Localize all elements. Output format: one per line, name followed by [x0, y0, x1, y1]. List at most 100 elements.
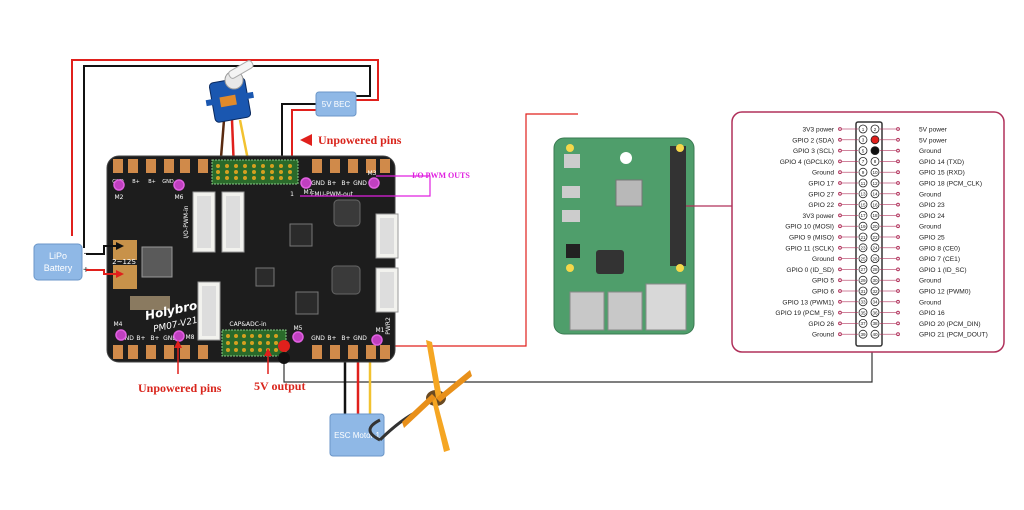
gpio-pin-10	[870, 167, 880, 177]
rpi-hdmi-1	[562, 186, 580, 198]
pad-label-top-right-3: B+	[341, 180, 350, 187]
motor-pad-m7: M7	[300, 177, 313, 196]
gpio-pin-18	[870, 210, 880, 220]
rpi-gpio-header	[670, 146, 686, 266]
gpio-right-label-18: GPIO 24	[919, 213, 945, 220]
gpio-pin-number-20: 20	[872, 224, 878, 229]
gpio-pin-number-39: 39	[860, 332, 866, 337]
gpio-right-dot-26	[896, 256, 900, 261]
pad-label-top-right-2: B+	[327, 180, 336, 187]
battery-arrows	[86, 242, 124, 278]
gpio-left-dot-39	[838, 332, 842, 337]
gpio-right-dot-38	[896, 321, 900, 326]
gpio-pin-number-7: 7	[862, 159, 865, 164]
fmu-pwm-header: FMU-PWM-out 1	[211, 159, 354, 198]
gpio-right-label-30: Ground	[919, 278, 941, 285]
motor-pad-m4: M4	[114, 321, 127, 341]
power-module-board: GND B+ B+ GND GND B+ B+ GND GND B+ B+ GN…	[106, 155, 399, 363]
gpio-left-dot-15	[838, 202, 842, 207]
gpio-pin-21	[858, 232, 868, 242]
pad-label-bottom-right-4: GND	[353, 335, 367, 342]
gpio-left-dot-27	[838, 267, 842, 272]
rpi-usb-port-2	[607, 291, 643, 331]
gpio-left-dot-9	[838, 170, 842, 175]
gpio-pin-number-31: 31	[860, 289, 866, 294]
gpio-pin-number-34: 34	[872, 300, 878, 305]
resistor-bank	[130, 296, 170, 310]
gpio-pin-34	[870, 297, 880, 307]
pcb-body	[106, 155, 396, 363]
gpio-pin-1	[858, 124, 868, 134]
gpio-left-dot-11	[838, 181, 842, 185]
gpio-pin-3	[858, 135, 868, 145]
gpio-right-dot-6	[896, 148, 900, 153]
gpio-left-label-25: Ground	[812, 256, 834, 263]
motor-pad-m1: M1	[371, 327, 385, 346]
gpio-left-dot-19	[838, 224, 842, 229]
gpio-pin-26	[870, 254, 880, 264]
gpio-right-dot-24	[896, 245, 900, 250]
gpio-pin-number-12: 12	[872, 181, 878, 186]
gpio-pin-13	[858, 189, 868, 199]
esc-label: ESC Motor 1	[334, 431, 380, 440]
gpio-left-label-7: GPIO 4 (GPCLK0)	[780, 159, 834, 166]
gpio-right-dot-30	[896, 278, 900, 283]
gpio-left-dot-3	[838, 137, 842, 142]
gpio-right-label-22: GPIO 25	[919, 235, 945, 242]
propeller-motor	[368, 340, 472, 452]
gpio-pin-number-18: 18	[872, 213, 878, 218]
gpio-left-label-3: GPIO 2 (SDA)	[792, 137, 834, 144]
bec-black-wire	[83, 65, 371, 248]
gpio-pin-11	[858, 178, 868, 188]
gpio-pin-20	[870, 221, 880, 231]
gpio-pin-number-15: 15	[860, 202, 866, 207]
pad-label-bottom-right-2: B+	[327, 335, 336, 342]
pad-label-bottom-left-4: GND	[163, 335, 177, 342]
gpio-left-label-33: GPIO 13 (PWM1)	[782, 299, 834, 306]
gpio-pin-number-2: 2	[874, 127, 877, 132]
gpio-left-label-39: Ground	[812, 332, 834, 339]
inductor-2	[331, 265, 361, 295]
gpio-pin-number-36: 36	[872, 310, 878, 315]
gpio-pin-number-13: 13	[860, 192, 866, 197]
motor-pad-m5: M5	[292, 325, 304, 343]
rpi-usb-port-1	[569, 291, 605, 331]
gpio-pin-37	[858, 318, 868, 328]
gpio-left-dot-29	[838, 278, 842, 283]
io-pwm-outs-label: I/O PWM OUTS	[412, 171, 470, 180]
rpi-usb-c	[564, 154, 580, 168]
gpio-pin-24	[870, 243, 880, 253]
gpio-right-dot-14	[896, 191, 900, 196]
rpi-soc	[615, 179, 643, 207]
gpio-pin-32	[870, 286, 880, 296]
cap-adc-header: CAP&ADC-in	[221, 321, 287, 357]
svg-text:M5: M5	[294, 325, 303, 332]
gpio-right-label-12: GPIO 18 (PCM_CLK)	[919, 181, 982, 188]
gpio-right-dot-18	[896, 213, 900, 218]
esc-motor-box: ESC Motor 1	[329, 413, 385, 457]
gpio-pin-number-8: 8	[874, 159, 877, 164]
gpio-left-label-5: GPIO 3 (SCL)	[793, 148, 834, 155]
ground-wire-to-gpio	[283, 346, 873, 383]
gpio-pin-15	[858, 200, 868, 210]
gpio-pin-38	[870, 318, 880, 328]
raspberry-pi-board	[553, 137, 695, 335]
gpio-right-dot-8	[896, 159, 900, 164]
bottom-left-pads	[113, 345, 208, 359]
gpio-left-dot-25	[838, 256, 842, 261]
gpio-pin-33	[858, 297, 868, 307]
unpowered-pins-top-label: Unpowered pins	[318, 133, 402, 147]
rpi-logo	[620, 152, 632, 164]
svg-text:M3: M3	[368, 170, 377, 177]
five-v-output-black-dot	[278, 352, 290, 364]
gpio-pin-number-5: 5	[862, 148, 865, 153]
gpio-right-label-8: GPIO 14 (TXD)	[919, 159, 964, 166]
bec-label: 5V BEC	[322, 100, 351, 109]
io-pwm-in-label: I/O-PWM-in	[183, 205, 190, 238]
gpio-left-dot-7	[838, 159, 842, 164]
gpio-pin-4	[870, 135, 880, 145]
pwm-signal-wire-to-rpi	[292, 113, 578, 347]
gpio-right-dot-40	[896, 332, 900, 337]
